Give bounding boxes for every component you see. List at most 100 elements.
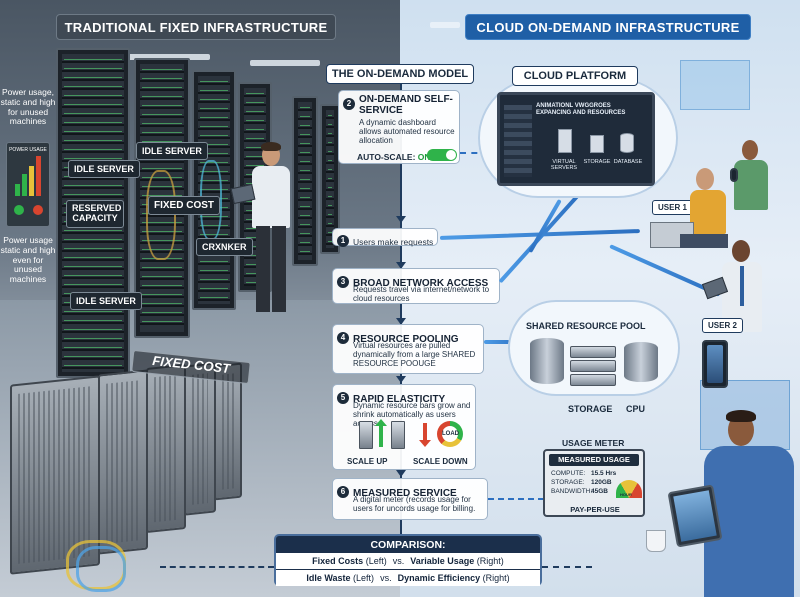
- virtual-servers-icon: [558, 129, 572, 153]
- step-description: Users make requests: [353, 237, 434, 247]
- user-1-legs: [680, 234, 728, 248]
- power-usage-panel: POWER USAGE: [6, 142, 50, 227]
- technician-leg: [272, 226, 286, 312]
- user-1-figure: [650, 166, 740, 278]
- flow-arrow-down-icon: [396, 262, 406, 269]
- autoscale-status: AUTO-SCALE: ON: [357, 152, 431, 162]
- step-description: A dynamic dashboard allows automated res…: [359, 118, 455, 145]
- step-title: MEASURED SERVICE: [353, 488, 457, 499]
- power-note-top: Power usage, static and high for unused …: [0, 87, 56, 127]
- comparison-box: COMPARISON: Fixed Costs (Left) vs. Varia…: [274, 534, 542, 586]
- step-title: RESOURCE POOLING: [353, 334, 459, 345]
- step-title: BROAD NETWORK ACCESS: [353, 278, 489, 289]
- on-demand-model-title: THE ON-DEMAND MODEL: [326, 64, 474, 84]
- power-bar: [15, 184, 20, 196]
- database-label: DATABASE: [613, 159, 643, 165]
- ceiling-light: [250, 60, 320, 66]
- server-rack: [292, 96, 318, 266]
- load-gauge-icon: [437, 421, 463, 447]
- power-bar: [22, 174, 27, 196]
- user-standing-figure: [728, 140, 778, 230]
- power-knob-icon: [33, 205, 43, 215]
- meter-row-compute: COMPUTE:15.5 Hrs: [551, 470, 617, 477]
- cpu-server-icon: [570, 374, 616, 386]
- physical-server-box: [214, 362, 242, 501]
- power-bar: [29, 166, 34, 196]
- usage-gauge-icon: [616, 480, 642, 498]
- left-header: TRADITIONAL FIXED INFRASTRUCTURE: [56, 14, 336, 40]
- storage-icon: [590, 135, 604, 153]
- step-number: 6: [337, 485, 349, 498]
- technician-hair: [261, 142, 281, 151]
- fixed-cost-label: FIXED COST: [148, 196, 221, 215]
- crxnker-label: CRXNKER: [196, 238, 253, 256]
- right-header: CLOUD ON-DEMAND INFRASTRUCTURE: [465, 14, 751, 40]
- user-head: [742, 140, 758, 160]
- dashboard-title: ANIMATIONL VWGGROES EXPANCING AND RESOUR…: [536, 103, 626, 116]
- step-description: A digital meter (records usage for users…: [353, 495, 476, 513]
- flow-line: [400, 84, 402, 536]
- power-panel-title: POWER USAGE: [9, 147, 47, 153]
- step-number: 1: [337, 234, 349, 247]
- user-2-label: USER 2: [702, 318, 743, 333]
- scale-down-arrow-icon: [419, 423, 431, 447]
- scale-down-label: SCALE DOWN: [413, 457, 468, 466]
- cpu-server-icon: [570, 360, 616, 372]
- comparison-left-connector: [160, 566, 274, 568]
- step-measured-service: 6 MEASURED SERVICE A digital meter (recor…: [332, 478, 488, 520]
- gauge-label: HOUR: [620, 492, 632, 497]
- technician-shirt: [252, 166, 290, 228]
- ceiling-light: [120, 54, 210, 60]
- technician-leg: [256, 226, 270, 312]
- shared-resource-pool-label: SHARED RESOURCE POOL: [526, 321, 646, 331]
- technician-figure: [230, 140, 296, 315]
- storage-cylinder-icon: [530, 338, 564, 384]
- user-1-shirt: [690, 190, 726, 234]
- meter-connector: [488, 498, 544, 500]
- cloud-dashboard-monitor[interactable]: ANIMATIONL VWGGROES EXPANCING AND RESOUR…: [497, 92, 655, 186]
- comparison-title: COMPARISON:: [370, 539, 446, 551]
- user-2-tie: [740, 266, 744, 306]
- flow-arrow-down-icon: [396, 470, 406, 477]
- step-number: 4: [337, 331, 349, 344]
- virtual-servers-label: VIRTUAL SERVERS: [550, 159, 578, 172]
- physical-server-box: [184, 362, 216, 516]
- holographic-screen: [680, 60, 750, 110]
- flow-arrow-down-icon: [396, 216, 406, 223]
- autoscale-toggle[interactable]: [427, 149, 457, 161]
- storage-cylinder-icon: [624, 342, 658, 382]
- storage-label: STORAGE: [583, 159, 611, 165]
- step-on-demand-self-service: 2 ON-DEMAND SELF-SERVICE A dynamic dashb…: [338, 90, 460, 164]
- step-number: 2: [343, 97, 355, 110]
- seated-user-figure: [667, 410, 800, 597]
- flow-arrow-down-icon: [396, 376, 406, 383]
- cable-bundle: [146, 170, 176, 260]
- step-description: Requests travel via internet/network to …: [353, 285, 490, 303]
- comparison-row-efficiency: Idle Waste (Left) vs. Dynamic Efficiency…: [276, 570, 540, 586]
- comparison-row-costs: Fixed Costs (Left) vs. Variable Usage (R…: [276, 553, 540, 569]
- step-number: 5: [337, 391, 349, 404]
- power-knob-icon: [14, 205, 24, 215]
- idle-server-label: IDLE SERVER: [70, 292, 142, 310]
- floor-cable: [76, 546, 126, 592]
- reserved-capacity-label: RESERVED CAPACITY: [66, 200, 124, 228]
- storage-label: STORAGE: [568, 404, 613, 414]
- physical-server-box: [146, 363, 186, 534]
- scale-up-arrow-icon: [375, 419, 387, 447]
- usage-meter-title: USAGE METER: [562, 438, 625, 448]
- step-title: RAPID ELASTICITY: [353, 394, 446, 405]
- physical-server-box: [98, 369, 148, 555]
- pay-per-use-label: PAY-PER-USE: [570, 505, 620, 514]
- flow-arrow-down-icon: [396, 318, 406, 325]
- server-icon: [359, 421, 373, 449]
- database-icon: [620, 133, 634, 153]
- load-label: LOAD: [442, 431, 459, 437]
- comparison-right-connector: [542, 566, 592, 568]
- server-rack: [320, 104, 340, 254]
- power-bar: [36, 156, 41, 196]
- cloud-platform-label: CLOUD PLATFORM: [512, 66, 638, 86]
- ceiling-light: [430, 22, 460, 28]
